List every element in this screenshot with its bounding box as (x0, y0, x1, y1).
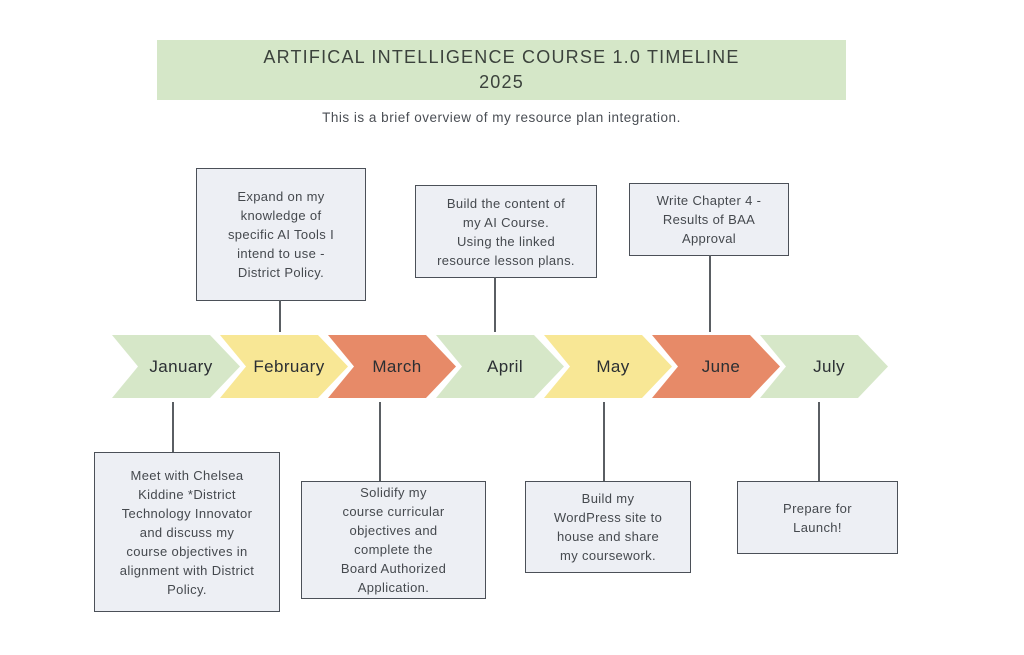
timeline-month-january: January (112, 335, 240, 398)
month-label: July (813, 356, 845, 376)
note-text: Prepare for Launch! (783, 500, 852, 535)
note-box-april: Build the content of my AI Course. Using… (415, 185, 597, 278)
month-label: March (372, 356, 422, 376)
month-label: January (149, 356, 213, 376)
note-box-june: Write Chapter 4 - Results of BAA Approva… (629, 183, 789, 256)
timeline-month-may: May (544, 335, 672, 398)
month-label: June (701, 356, 741, 376)
note-text: Expand on my knowledge of specific AI To… (227, 189, 335, 280)
note-text: Meet with Chelsea Kiddine *District Tech… (119, 467, 255, 597)
note-box-july: Prepare for Launch! (737, 481, 898, 554)
connector-line-july (818, 402, 820, 481)
connector-line-january (172, 402, 174, 452)
note-box-may: Build my WordPress site to house and sha… (525, 481, 691, 573)
page-subtitle: This is a brief overview of my resource … (322, 110, 681, 125)
title-banner: ARTIFICAL INTELLIGENCE COURSE 1.0 TIMELI… (157, 40, 846, 100)
connector-line-february (279, 300, 281, 332)
connector-line-june (709, 255, 711, 332)
note-box-january: Meet with Chelsea Kiddine *District Tech… (94, 452, 280, 612)
note-text: Build my WordPress site to house and sha… (553, 491, 663, 563)
month-label: April (486, 356, 523, 376)
note-box-march: Solidify my course curricular objectives… (301, 481, 486, 599)
month-label: February (253, 356, 325, 376)
month-label: May (596, 356, 630, 376)
note-text: Write Chapter 4 - Results of BAA Approva… (656, 193, 762, 246)
page-title-year: 2025 (479, 72, 524, 92)
note-text: Build the content of my AI Course. Using… (437, 195, 575, 268)
connector-line-march (379, 402, 381, 481)
page-title: ARTIFICAL INTELLIGENCE COURSE 1.0 TIMELI… (263, 47, 740, 67)
note-text: Solidify my course curricular objectives… (340, 485, 447, 595)
connector-line-april (494, 277, 496, 332)
connector-line-may (603, 402, 605, 481)
note-box-february: Expand on my knowledge of specific AI To… (196, 168, 366, 301)
